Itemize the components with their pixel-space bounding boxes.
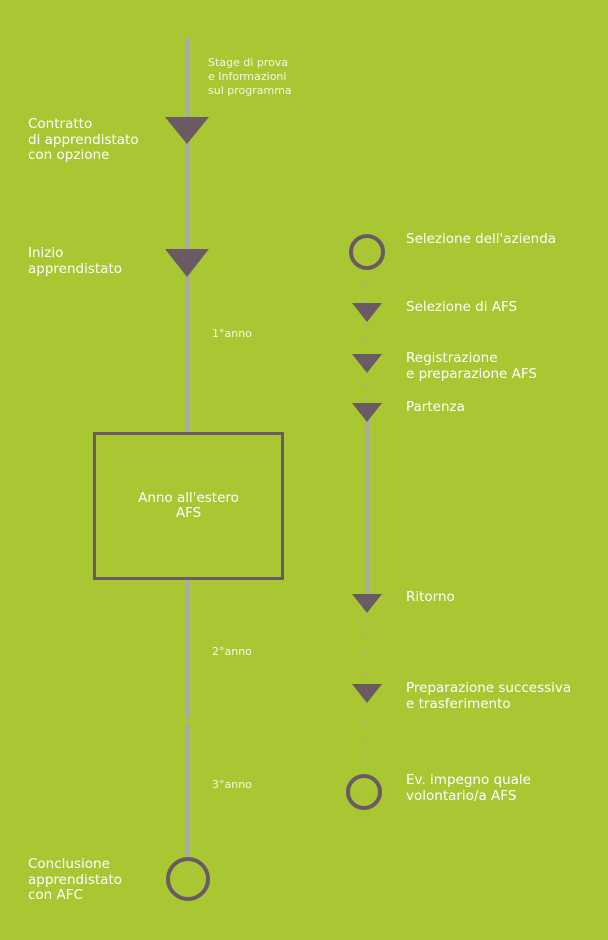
afs-step-departure-triangle-icon — [352, 403, 382, 422]
year-2-label: 2°anno — [212, 645, 252, 658]
stage-note: Stage di prova e Informazioni sul progra… — [208, 56, 292, 97]
afs-step-company-label: Selezione dell'azienda — [406, 231, 557, 247]
afs-step-return-triangle-icon — [352, 594, 382, 613]
year-abroad-box: Anno all'estero AFS — [93, 432, 284, 580]
afs-step-return-label: Ritorno — [406, 589, 455, 605]
afs-step-company-circle-icon — [349, 234, 385, 270]
afs-step-selection-label: Selezione di AFS — [406, 299, 518, 315]
milestone-end-label: Conclusione apprendistato con AFC — [28, 856, 122, 903]
afs-step-departure-label: Partenza — [406, 399, 465, 415]
afs-step-volunteer-label: Ev. impegno quale volontario/a AFS — [406, 772, 531, 804]
milestone-contract-triangle-icon — [165, 117, 209, 144]
afs-step-selection-triangle-icon — [352, 303, 382, 322]
afs-step-registration-label: Registrazione e preparazione AFS — [406, 350, 537, 382]
afs-step-transfer-triangle-icon — [352, 684, 382, 703]
milestone-start-label: Inizio apprendistato — [28, 245, 122, 277]
year-abroad-label: Anno all'estero AFS — [138, 489, 239, 521]
year-1-label: 1°anno — [212, 327, 252, 340]
afs-step-registration-triangle-icon — [352, 354, 382, 373]
milestone-end-circle-icon — [166, 857, 210, 901]
year-3-label: 3°anno — [212, 778, 252, 791]
milestone-start-triangle-icon — [165, 249, 209, 277]
milestone-contract-label: Contratto di apprendistato con opzione — [28, 116, 139, 163]
afs-step-volunteer-circle-icon — [346, 774, 382, 810]
afs-step-transfer-label: Preparazione successiva e trasferimento — [406, 680, 572, 712]
